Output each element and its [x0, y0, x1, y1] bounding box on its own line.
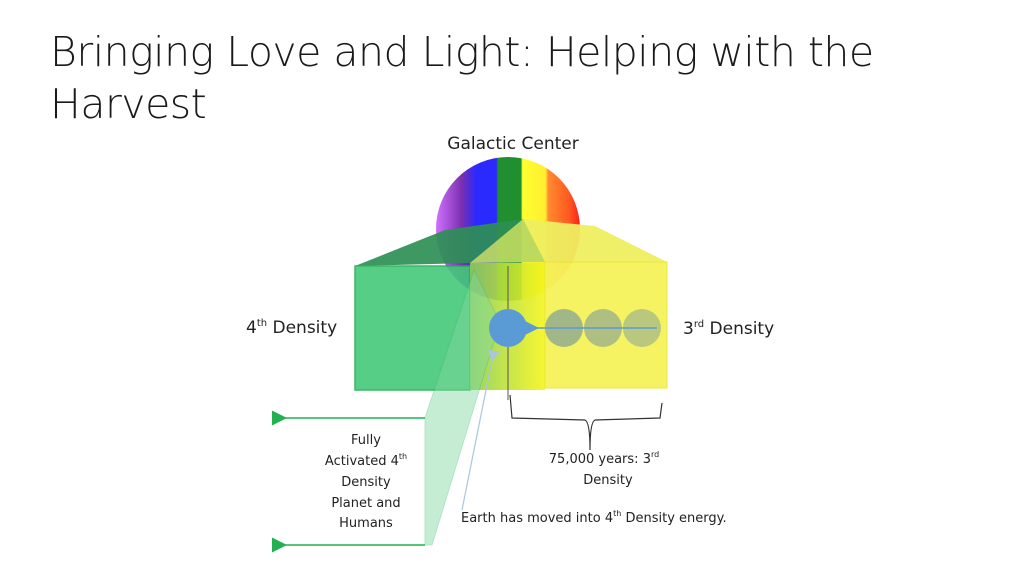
caption-line: 75,000 years: 3rd: [549, 450, 659, 467]
green-box-top: [355, 219, 523, 266]
caption-line: Density: [583, 473, 633, 488]
yellow-box-top: [523, 219, 667, 262]
caption-line: Activated 4th: [325, 452, 407, 469]
years-caption: 75,000 years: 3rd Density: [549, 450, 659, 488]
caption-line: Humans: [339, 516, 393, 531]
fourth-density-label: 4th Density: [246, 318, 337, 338]
caption-line: Fully: [351, 433, 381, 448]
caption-line: Density: [341, 475, 391, 490]
earth-current: [489, 309, 527, 347]
years-bracket: [509, 394, 663, 451]
earth-caption: Earth has moved into 4th Density energy.: [461, 509, 727, 526]
fully-activated-caption: Fully Activated 4th Density Planet and H…: [325, 433, 407, 531]
fourth-density-beam: [424, 268, 501, 546]
slide-title: Bringing Love and Light: Helping with th…: [50, 26, 950, 130]
earth-pointer-arrow: [461, 349, 500, 511]
galactic-center-label: Galactic Center: [447, 134, 578, 154]
title-line-2: Harvest: [50, 80, 207, 128]
caption-line: Planet and: [331, 496, 400, 511]
mid-box-top: [470, 219, 545, 263]
third-density-label: 3rd Density: [683, 319, 774, 339]
title-line-1: Bringing Love and Light: Helping with th…: [50, 28, 874, 76]
